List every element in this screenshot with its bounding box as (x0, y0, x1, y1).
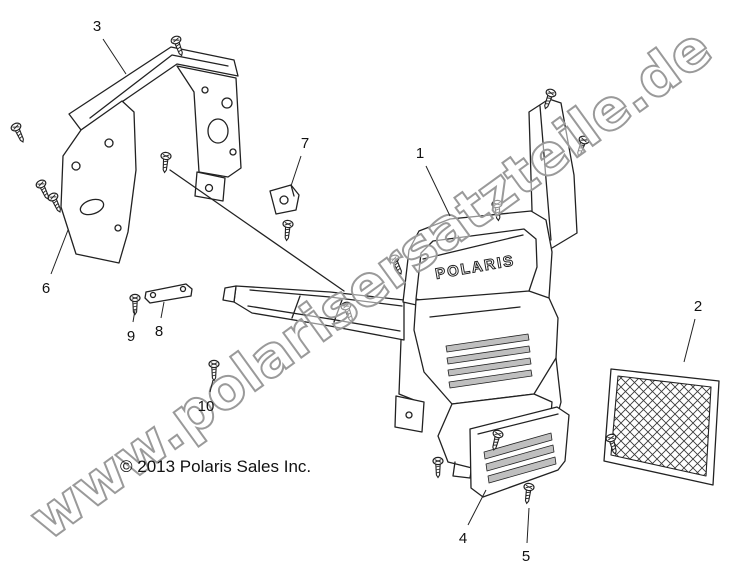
callout-4-leader-line (467, 489, 487, 526)
callout-number-7[interactable]: 7 (301, 135, 309, 152)
callout-number-9[interactable]: 9 (127, 328, 135, 345)
screw-icon (280, 219, 294, 242)
callout-number-3[interactable]: 3 (93, 18, 101, 35)
part-7-bracket (269, 184, 300, 215)
part-4-lower-panel (469, 406, 570, 498)
screw-icon (9, 121, 29, 145)
callout-layer: 1 2 3 4 5 6 7 8 9 10 (42, 18, 702, 565)
callout-number-5[interactable]: 5 (522, 548, 530, 565)
callout-number-8[interactable]: 8 (155, 323, 163, 340)
callout-5-leader-line (526, 507, 530, 544)
callout-number-10[interactable]: 10 (198, 398, 215, 415)
callout-number-4[interactable]: 4 (459, 530, 467, 547)
callout-8-leader-line (160, 301, 165, 319)
part-3-mount-panel (60, 46, 242, 264)
callout-10-leader-line (209, 379, 214, 393)
callout-9-leader-line (132, 309, 136, 323)
callout-number-6[interactable]: 6 (42, 280, 50, 297)
part-1-front-bumper (169, 98, 578, 479)
callout-1-leader-line (425, 165, 451, 217)
screw-icon (432, 456, 444, 479)
assembly-reference-line (169, 169, 345, 292)
callout-number-2[interactable]: 2 (694, 298, 702, 315)
copyright-text: © 2013 Polaris Sales Inc. (120, 457, 311, 476)
screw-icon-item-5 (521, 482, 536, 505)
callout-number-1[interactable]: 1 (416, 145, 424, 162)
callout-6-leader-line (50, 229, 69, 275)
callout-2-leader-line (683, 318, 696, 363)
callout-3-leader-line (102, 38, 127, 75)
part-8-bracket (144, 283, 193, 304)
callout-7-leader-line (290, 155, 302, 187)
part-2-grille-insert (603, 368, 720, 486)
